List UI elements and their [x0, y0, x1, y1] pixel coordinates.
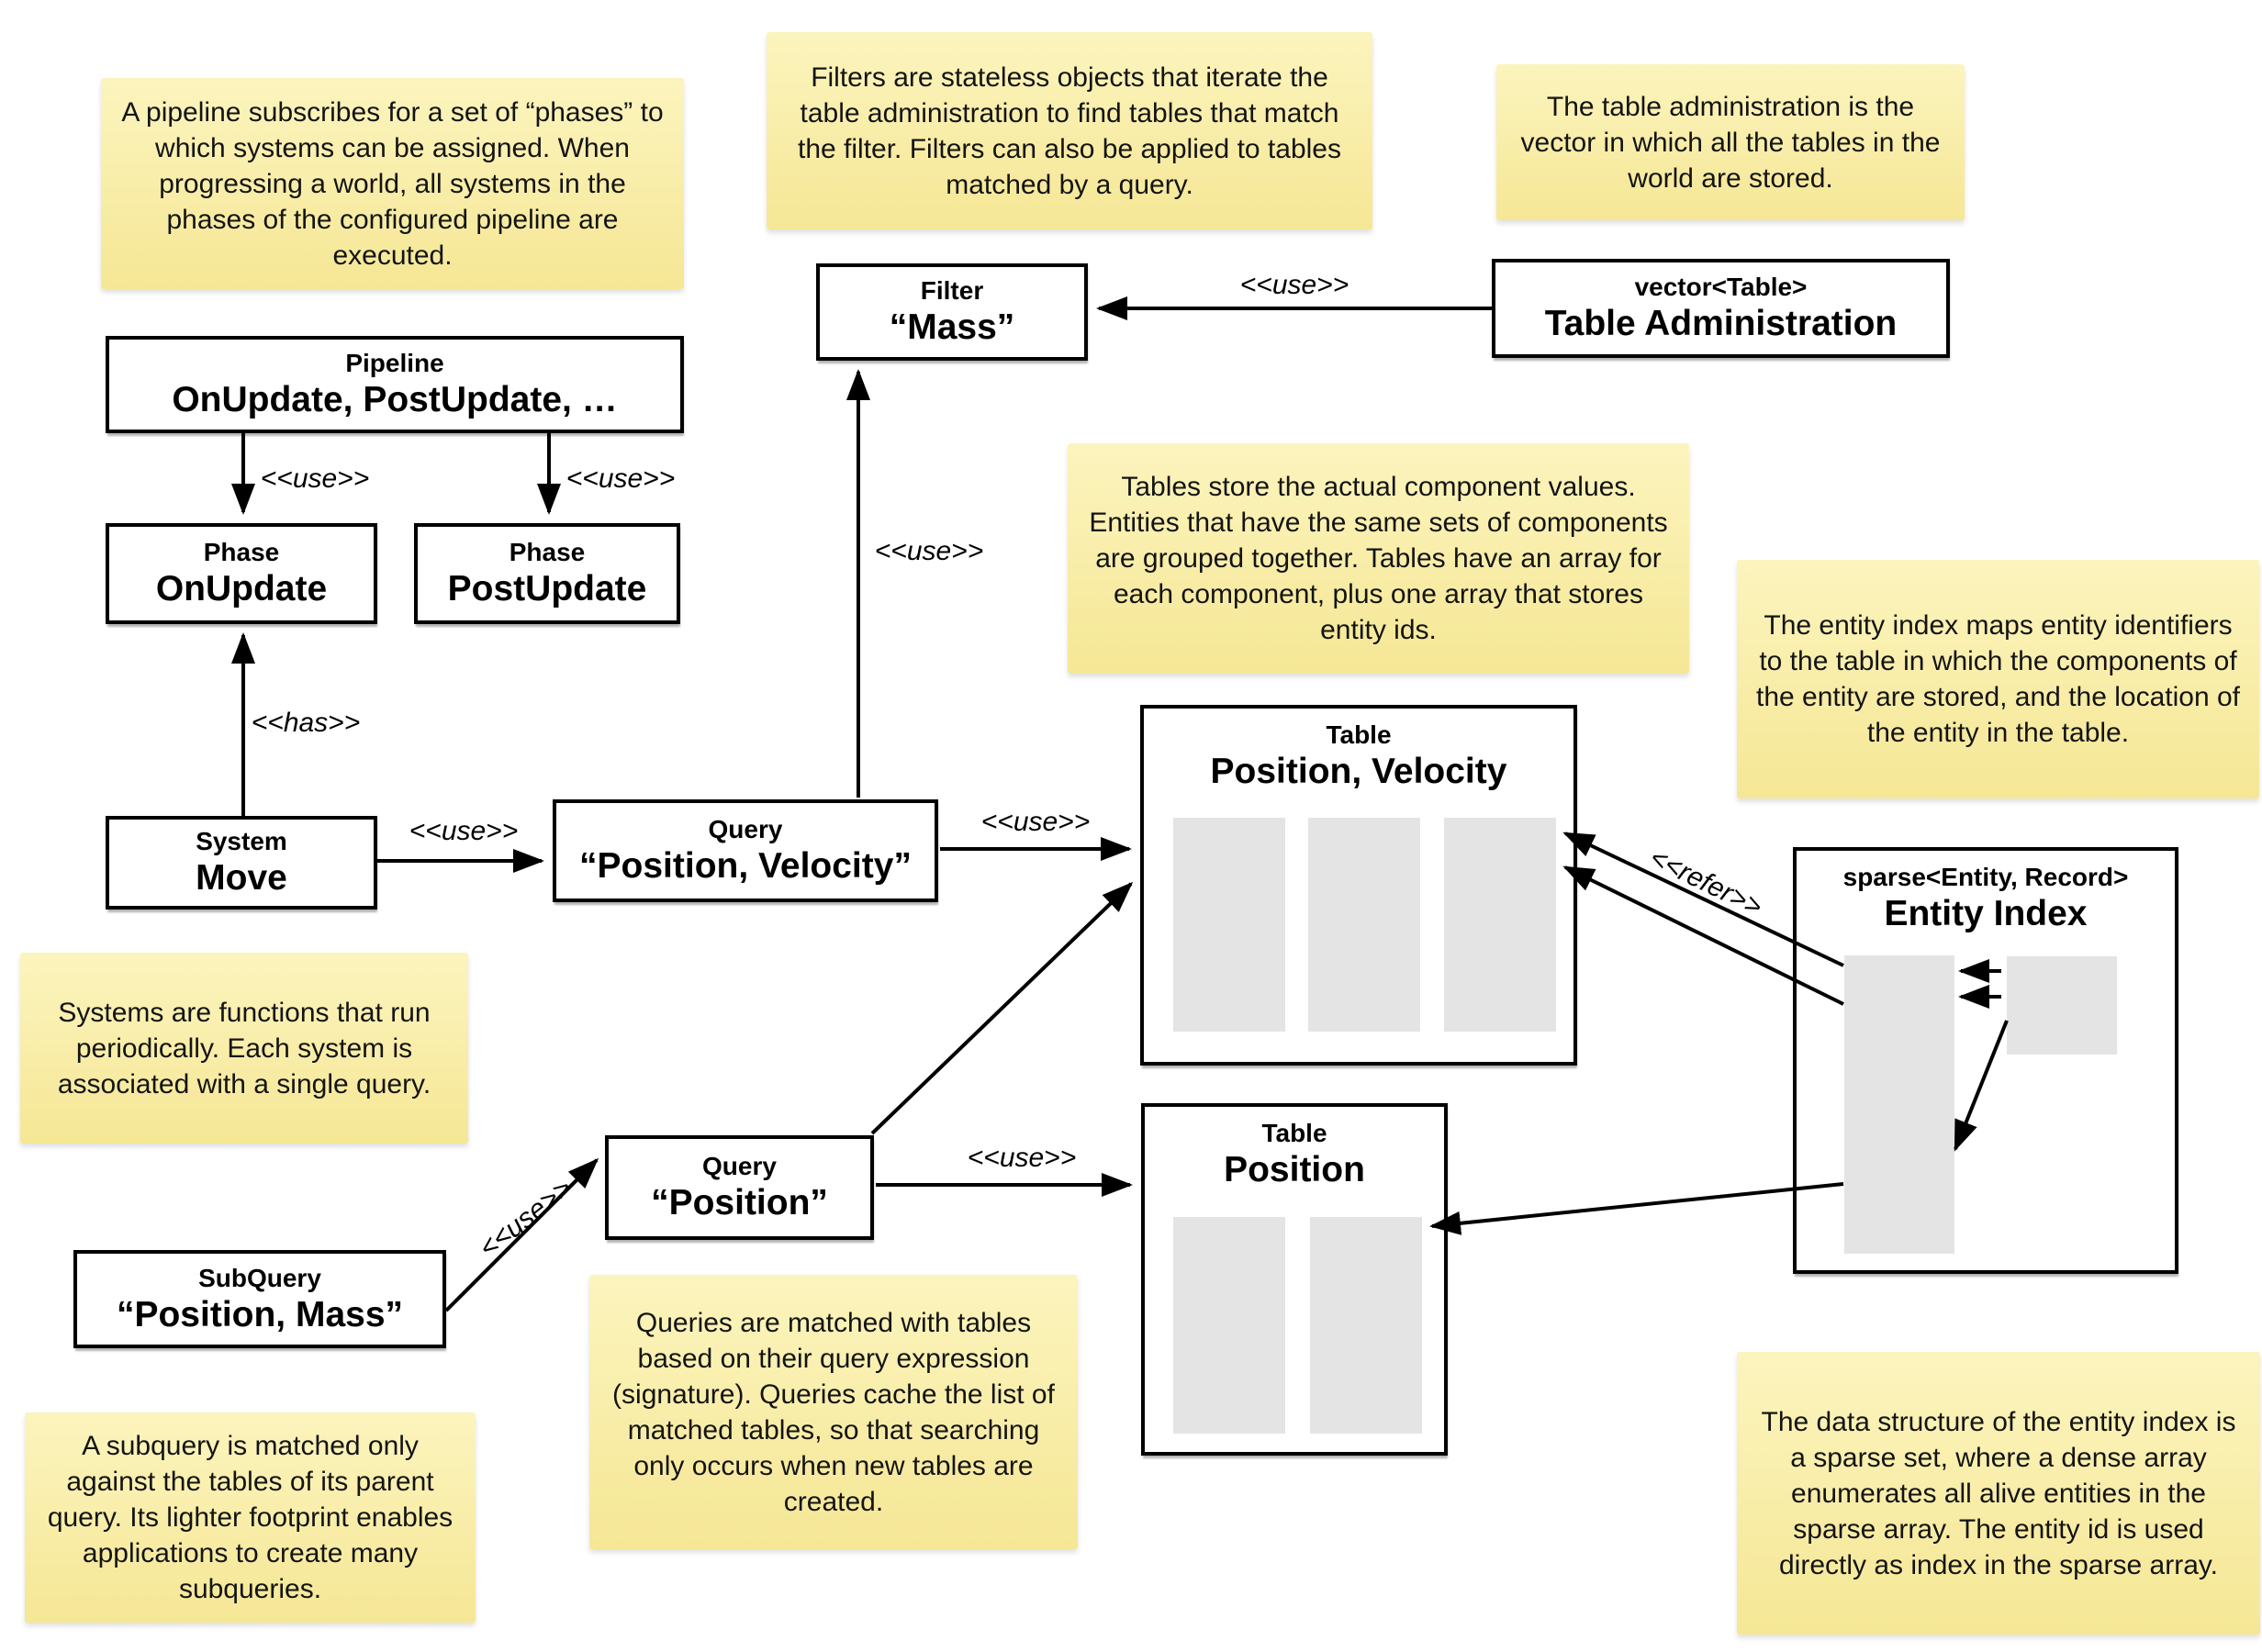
note-systems: Systems are functions that run periodica…: [20, 953, 468, 1144]
phase-onupdate-stereotype: Phase: [203, 538, 280, 566]
edge-query-position-to-table-pv: [870, 881, 1134, 1135]
system-move-box: System Move: [106, 816, 377, 910]
use-label: <<use>>: [409, 816, 519, 846]
table-administration-box: vector<Table> Table Administration: [1492, 259, 1950, 358]
use-label: <<use>>: [473, 1173, 578, 1265]
entity-id-array: [1444, 818, 1556, 1032]
phase-onupdate-box: Phase OnUpdate: [106, 523, 377, 624]
pipeline-name: OnUpdate, PostUpdate, …: [172, 380, 618, 419]
note-table-admin: The table administration is the vector i…: [1496, 64, 1965, 220]
entity-id-array: [1310, 1217, 1422, 1434]
system-move-name: Move: [196, 858, 287, 898]
subquery-name: “Position, Mass”: [116, 1294, 404, 1334]
table-position-velocity-stereotype: Table: [1326, 720, 1392, 749]
phase-postupdate-name: PostUpdate: [447, 569, 647, 608]
use-label: <<use>>: [980, 807, 1091, 837]
note-pipeline: A pipeline subscribes for a set of “phas…: [101, 78, 684, 289]
note-entity-index: The entity index maps entity identifiers…: [1737, 560, 2259, 798]
dense-array: [2007, 956, 2117, 1055]
sparse-array: [1844, 955, 1954, 1254]
query-position-stereotype: Query: [702, 1152, 777, 1180]
use-label: <<use>>: [874, 536, 984, 566]
edge-entity-index-refer-table-position: [1429, 1182, 1844, 1235]
note-entity-index-text: The entity index maps entity identifiers…: [1755, 610, 2240, 748]
pipeline-stereotype: Pipeline: [345, 349, 444, 377]
component-array: [1308, 818, 1420, 1032]
note-tables-text: Tables store the actual component values…: [1089, 472, 1668, 645]
use-label: <<use>>: [566, 463, 676, 494]
table-position-box: Table Position: [1141, 1103, 1448, 1456]
note-sparse-set: The data structure of the entity index i…: [1737, 1352, 2260, 1635]
note-table-admin-text: The table administration is the vector i…: [1520, 91, 1941, 194]
note-tables: Tables store the actual component values…: [1068, 443, 1689, 674]
note-systems-text: Systems are functions that run periodica…: [57, 997, 431, 1099]
query-position-velocity-stereotype: Query: [708, 815, 783, 843]
table-administration-name: Table Administration: [1544, 304, 1898, 343]
note-subquery: A subquery is matched only against the t…: [25, 1412, 476, 1623]
use-label: <<use>>: [967, 1143, 1077, 1173]
system-move-stereotype: System: [196, 827, 287, 855]
note-filters: Filters are stateless objects that itera…: [767, 32, 1372, 229]
phase-postupdate-stereotype: Phase: [509, 538, 586, 566]
query-position-box: Query “Position”: [605, 1135, 874, 1240]
entity-index-name: Entity Index: [1884, 894, 2088, 933]
table-position-name: Position: [1224, 1150, 1365, 1189]
has-label: <<has>>: [251, 708, 361, 738]
pipeline-box: Pipeline OnUpdate, PostUpdate, …: [106, 336, 684, 433]
filter-mass-stereotype: Filter: [920, 276, 984, 305]
query-position-velocity-box: Query “Position, Velocity”: [553, 799, 938, 902]
entity-index-box: sparse<Entity, Record> Entity Index: [1793, 847, 2178, 1274]
use-label: <<use>>: [1239, 270, 1349, 300]
table-position-velocity-box: Table Position, Velocity: [1140, 705, 1577, 1066]
phase-postupdate-box: Phase PostUpdate: [414, 523, 680, 624]
note-queries: Queries are matched with tables based on…: [589, 1275, 1078, 1549]
query-position-velocity-name: “Position, Velocity”: [579, 846, 912, 886]
component-array: [1173, 1217, 1285, 1434]
subquery-box: SubQuery “Position, Mass”: [73, 1250, 446, 1348]
use-label: <<use>>: [260, 463, 370, 494]
phase-onupdate-name: OnUpdate: [155, 569, 328, 608]
query-position-name: “Position”: [651, 1183, 828, 1222]
filter-mass-name: “Mass”: [889, 307, 1015, 347]
subquery-stereotype: SubQuery: [198, 1263, 321, 1292]
refer-label: <<refer>>: [1644, 842, 1767, 923]
note-pipeline-text: A pipeline subscribes for a set of “phas…: [121, 96, 664, 271]
note-subquery-text: A subquery is matched only against the t…: [47, 1431, 454, 1604]
entity-index-stereotype: sparse<Entity, Record>: [1842, 863, 2129, 891]
component-array: [1173, 818, 1285, 1032]
table-administration-stereotype: vector<Table>: [1634, 273, 1808, 301]
table-position-stereotype: Table: [1261, 1119, 1327, 1147]
note-queries-text: Queries are matched with tables based on…: [612, 1307, 1055, 1517]
filter-mass-box: Filter “Mass”: [816, 263, 1088, 361]
note-sparse-set-text: The data structure of the entity index i…: [1761, 1406, 2236, 1580]
table-position-velocity-name: Position, Velocity: [1210, 752, 1507, 791]
note-filters-text: Filters are stateless objects that itera…: [797, 61, 1341, 200]
